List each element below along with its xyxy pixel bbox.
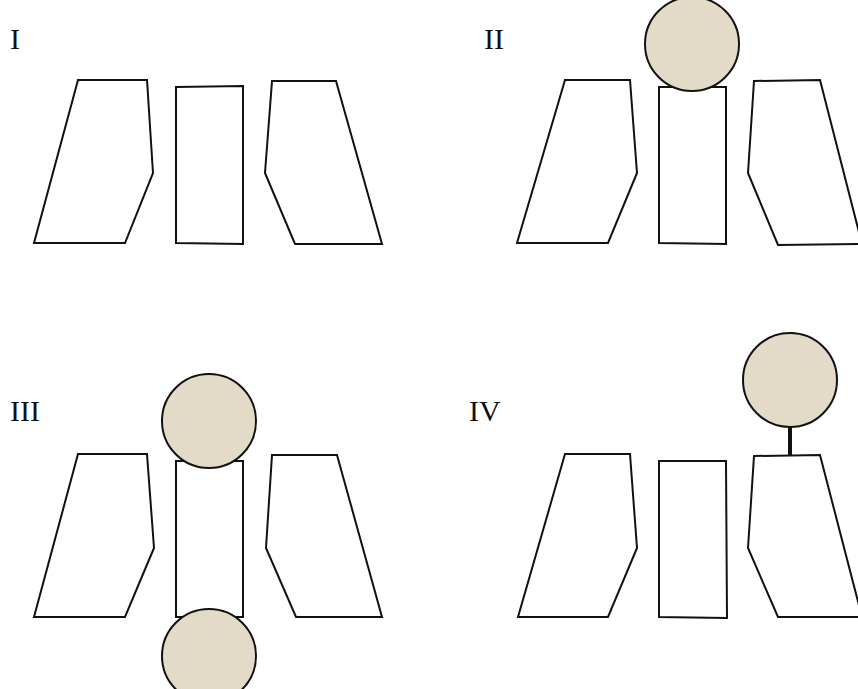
right-protein xyxy=(265,81,382,244)
panel-label: III xyxy=(10,396,40,426)
left-protein xyxy=(518,454,637,617)
left-protein xyxy=(34,80,153,243)
panel-label: I xyxy=(10,24,20,54)
middle-protein xyxy=(659,87,726,244)
attached-molecule xyxy=(645,0,739,91)
right-protein xyxy=(266,455,382,617)
attached-molecule xyxy=(162,374,256,468)
middle-protein xyxy=(176,461,243,617)
attached-molecule xyxy=(743,333,837,427)
panel-label: IV xyxy=(469,396,501,426)
attached-molecule xyxy=(162,609,256,689)
panel-label: II xyxy=(484,24,504,54)
left-protein xyxy=(34,454,154,617)
left-protein xyxy=(517,80,637,243)
right-protein xyxy=(748,455,858,617)
middle-protein xyxy=(176,86,243,244)
molecule-stalk xyxy=(788,427,792,456)
right-protein xyxy=(748,80,858,245)
middle-protein xyxy=(659,461,727,618)
